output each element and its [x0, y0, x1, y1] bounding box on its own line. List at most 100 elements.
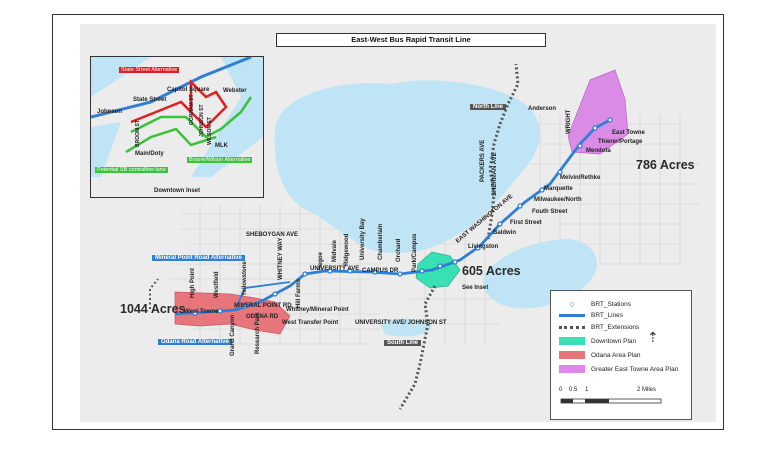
label-west-towne: West Towne: [184, 309, 219, 315]
inset-caption: Downtown Inset: [154, 188, 200, 194]
station: [475, 245, 481, 251]
inset-label-webster: Webster: [223, 88, 247, 94]
station: [419, 268, 425, 274]
lake-wingra: [380, 318, 432, 337]
label-odana-rd: ODANA RD: [246, 314, 279, 320]
scale-label-1: 1: [585, 387, 589, 393]
label-wright: WRIGHT: [566, 109, 572, 134]
label-livingston: Livingston: [468, 244, 499, 250]
label-university-bay: University Bay: [360, 218, 366, 260]
inset-label-capitol-square: Capitol Square: [167, 87, 210, 93]
station: [539, 187, 545, 193]
legend-label-east-towne: Greater East Towne Area Plan: [591, 365, 679, 373]
map-legend: ○ BRT_Stations BRT_Lines BRT_Extensions …: [550, 290, 692, 420]
label-anderson: Anderson: [528, 106, 557, 112]
north-arrow-icon: ⇡: [647, 329, 659, 345]
label-campus-dr: CAMPUS DR: [362, 268, 399, 274]
line-swatch: [559, 314, 585, 317]
label-thierer-portage: Thierer/Portage: [598, 139, 643, 145]
label-sheboygan-ave: SHEBOYGAN AVE: [246, 232, 299, 238]
station: [327, 268, 333, 274]
label-melvin-rethke: Melvin/Rethke: [560, 175, 601, 181]
brt-line: [174, 118, 611, 316]
legend-row-east-towne: Greater East Towne Area Plan: [559, 365, 678, 373]
inset-label-main-doty: Main/Doty: [135, 151, 164, 157]
label-yellowstone: Yellowstone: [242, 261, 248, 296]
label-segoe: Segoe: [318, 251, 324, 270]
downtown-inset: State Street Alternative Capitol Square …: [90, 56, 264, 198]
inset-label-gorham: GORHAM ST: [189, 94, 195, 125]
station: [517, 203, 523, 209]
label-marquette: Marquette: [544, 186, 573, 192]
legend-label-downtown: Downtown Plan: [591, 337, 637, 345]
station: [192, 310, 198, 316]
label-mendota: Mendota: [586, 148, 611, 154]
station: [607, 117, 613, 123]
inset-map: [91, 57, 263, 197]
mineral-point-alt-line: [234, 281, 291, 311]
label-midvale: Midvale: [332, 239, 338, 262]
station: [397, 271, 403, 277]
label-first-street: First Street: [510, 220, 542, 226]
area-odana-acres: 1044 Acres: [120, 302, 186, 316]
station: [217, 308, 223, 314]
legend-label-lines: BRT_Lines: [591, 312, 624, 319]
label-chamberlain: Chamberlain: [378, 223, 384, 260]
station: [557, 169, 563, 175]
label-fouth-street: Fouth Street: [532, 209, 568, 215]
contraflow-tag: Potential SB contraflow lane: [95, 167, 168, 173]
station: [347, 268, 353, 274]
inset-label-broom: BROOM ST: [135, 120, 141, 147]
lake-mendota: [274, 80, 540, 254]
inset-label-johnson-st: JOHNSON ST: [199, 104, 205, 137]
label-see-inset: See Inset: [462, 285, 489, 291]
label-east-towne: East Towne: [612, 130, 645, 136]
legend-row-downtown: Downtown Plan: [559, 337, 636, 345]
label-packers-ave: PACKERS AVE: [480, 139, 486, 182]
scale-label-2: 2 Miles: [637, 387, 657, 393]
east-towne-swatch: [559, 365, 585, 373]
label-park-campus: Park/Campus: [412, 233, 418, 272]
legend-row-extensions: BRT_Extensions: [559, 324, 639, 331]
station: [242, 303, 248, 309]
label-grand-canyon: Grand Canyon: [230, 314, 236, 356]
label-baldwin: Baldwin: [493, 230, 517, 236]
station: [437, 263, 443, 269]
downtown-swatch: [559, 337, 585, 345]
legend-row-stations: ○ BRT_Stations: [559, 299, 631, 309]
label-milwaukee-north: Milwaukee/North: [534, 197, 582, 203]
label-westfield: Westfield: [214, 271, 220, 298]
label-sherman-ave: SHERMAN AVE: [492, 152, 498, 196]
odana-swatch: [559, 351, 585, 359]
legend-label-odana: Odana Area Plan: [591, 351, 641, 359]
station: [302, 271, 308, 277]
label-univ-johnson: UNIVERSITY AVE/ JOHNSON ST: [355, 320, 447, 326]
label-odana-alt: Odana Road Alternative: [158, 339, 232, 345]
scale-bar: [560, 398, 662, 404]
scale-label-05: 0.5: [569, 387, 578, 393]
label-hill-farms: Hill Farms: [296, 278, 302, 308]
state-street-alt-tag: State Street Alternative: [119, 67, 180, 73]
map-title: East-West Bus Rapid Transit Line: [276, 33, 546, 47]
east-towne-plan-area: [567, 69, 629, 155]
scale-label-0: 0: [559, 387, 563, 393]
label-south-line: South Line: [384, 340, 421, 346]
extension-swatch: [559, 326, 585, 329]
label-whitney-mineral: Whitney/Mineral Point: [286, 307, 349, 313]
legend-row-lines: BRT_Lines: [559, 312, 623, 319]
label-mineral-point-rd: MINERAL POINT RD: [234, 303, 292, 309]
area-downtown-acres: 605 Acres: [462, 264, 521, 278]
label-ridgewood: Ridgewood: [344, 233, 350, 266]
station-icon: ○: [569, 299, 575, 309]
legend-label-stations: BRT_Stations: [591, 300, 631, 308]
label-orchard: Orchard: [396, 238, 402, 262]
station: [592, 125, 598, 131]
legend-row-odana: Odana Area Plan: [559, 351, 641, 359]
label-high-point: High Point: [190, 268, 196, 298]
label-north-line: North Line: [470, 104, 506, 110]
label-whitney-way: WHITNEY WAY: [278, 237, 284, 280]
station: [577, 143, 583, 149]
broom-wilson-alt-tag: Broom/Wilson Alternative: [187, 157, 253, 163]
label-research-park: Research Park: [255, 312, 261, 354]
station: [452, 259, 458, 265]
